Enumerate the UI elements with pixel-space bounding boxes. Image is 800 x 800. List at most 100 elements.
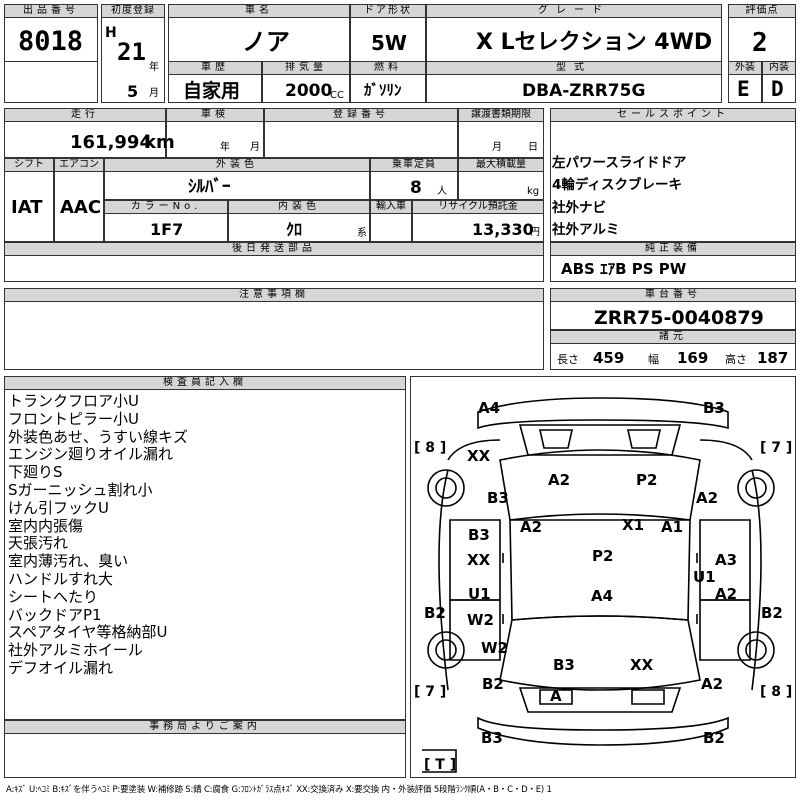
mileage-value: 161,994 (70, 132, 152, 153)
damage-mark: W2 (481, 639, 508, 657)
fuel-value: ｶﾞｿﾘﾝ (364, 81, 402, 99)
damage-mark: A4 (478, 399, 501, 417)
damage-mark: B3 (553, 656, 575, 674)
legend: A:ｷｽﾞ U:ﾍｺﾐ B:ｷｽﾞを伴うﾍｺﾐ P:要塗装 W:補修跡 S:錆 … (6, 785, 552, 795)
lot-label: 出品番号 (4, 4, 98, 18)
capacity-value: 8 (410, 178, 422, 198)
note-line: 外装色あせ、うすい線キズ (8, 427, 189, 446)
era-letter: H (105, 25, 117, 41)
spec-label: 諸元 (550, 330, 796, 344)
damage-mark: B3 (468, 526, 490, 544)
mileage-unit: km (144, 132, 175, 153)
damage-mark: W2 (467, 611, 494, 629)
note-line: けん引フックU (8, 498, 109, 517)
damage-mark: U1 (693, 568, 716, 586)
damage-mark: B2 (424, 604, 446, 622)
displacement-label: 排気量 (262, 61, 350, 75)
sales-points: 左パワースライドドア 4輪ディスクブレーキ 社外ナビ 社外アルミ (552, 152, 686, 242)
cc-unit: CC (330, 90, 344, 101)
lot-number: 8018 (18, 26, 84, 57)
model-label: 型式 (426, 61, 722, 75)
inspector-notes: トランクフロア小U フロントピラー小U 外装色あせ、うすい線キズ エンジン廻りオ… (8, 392, 189, 678)
tire-depth-rear-right: [ 8 ] (760, 684, 793, 700)
note-line: Sガーニッシュ割れ小 (8, 480, 153, 499)
note-line: 天張汚れ (8, 534, 69, 553)
transfer-month-unit: 月 (492, 142, 502, 153)
note-line: トランクフロア小U (8, 392, 139, 410)
color-label: 外装色 (104, 158, 370, 172)
tire-depth-rear-left: [ 7 ] (414, 684, 447, 700)
damage-mark: XX (467, 551, 491, 569)
colorno-label: カラーNo. (104, 200, 228, 214)
note-line: シートへたり (8, 587, 99, 606)
note-line: スペアタイヤ等格納部U (8, 623, 168, 642)
damage-mark: B3 (487, 489, 509, 507)
transfer-day-unit: 日 (528, 142, 538, 153)
year-unit: 年 (149, 62, 159, 73)
history-label: 車歴 (168, 61, 262, 75)
insp-year-unit: 年 (220, 142, 230, 153)
door-type: 5W (371, 31, 407, 55)
shift-label: シフト (4, 158, 54, 172)
note-line: 下廻りS (8, 463, 63, 482)
grade-value: X Lセレクション 4WD (476, 30, 713, 55)
shift-value: IAT (11, 197, 43, 218)
lot-blank-cell (4, 61, 98, 103)
damage-mark: P2 (636, 471, 658, 489)
name-label: 車名 (168, 4, 350, 18)
color-value: ｼﾙﾊﾞｰ (188, 177, 231, 197)
grade-label: グレード (426, 4, 722, 18)
office-label: 事務局よりご案内 (4, 720, 406, 734)
damage-mark: B3 (703, 399, 725, 417)
height-value: 187 (757, 349, 789, 367)
ac-label: エアコン (54, 158, 104, 172)
ac-value: AAC (60, 197, 102, 218)
note-line: エンジン廻りオイル漏れ (8, 445, 174, 464)
interior-value: ｸﾛ (286, 220, 303, 239)
note-line: フロントピラー小U (8, 409, 139, 428)
length-label: 長さ (557, 353, 579, 366)
note-line: ハンドルすれ大 (8, 569, 114, 588)
tire-depth-front-right: [ 7 ] (760, 440, 793, 456)
damage-mark: X1 (622, 516, 645, 534)
tire-depth-front-left: [ 8 ] (414, 440, 447, 456)
damage-mark: XX (630, 656, 654, 674)
width-label: 幅 (648, 353, 659, 366)
damage-mark: B2 (482, 675, 504, 693)
tire-value: 7 (771, 440, 782, 456)
sales-item: 左パワースライドドア (552, 155, 687, 171)
damage-mark: A2 (548, 471, 571, 489)
door-label: ドア形状 (350, 4, 426, 18)
insp-month-unit: 月 (250, 142, 260, 153)
interior-unit: 系 (357, 228, 367, 239)
later-parts-label: 後日発送部品 (4, 242, 544, 256)
note-line: バックドアP1 (8, 605, 102, 624)
displacement-value: 2000 (285, 81, 333, 101)
model-value: DBA-ZRR75G (522, 81, 646, 101)
transfer-label: 譲渡書類期限 (458, 108, 544, 122)
reg-month: 5 (127, 82, 139, 101)
recycle-value: 13,330 (472, 220, 534, 239)
equip-label: 純正装備 (550, 242, 796, 256)
score-label: 評価点 (728, 4, 796, 18)
recycle-unit: 円 (530, 227, 540, 238)
history-value: 自家用 (183, 80, 241, 102)
equip-value: ABS ｴｱB PS PW (561, 260, 687, 278)
spare-tire: [ T ] (424, 757, 457, 773)
caution-label: 注意事項欄 (4, 288, 544, 302)
colorno-value: 1F7 (150, 220, 184, 239)
damage-mark: A2 (696, 489, 719, 507)
damage-mark: B2 (703, 729, 725, 747)
mileage-label: 走行 (4, 108, 166, 122)
capacity-unit: 人 (437, 186, 447, 197)
damage-mark: A1 (661, 518, 684, 536)
fuel-label: 燃料 (350, 61, 426, 75)
damage-mark: XX (467, 447, 491, 465)
damage-mark: A (550, 687, 562, 705)
diagram-panel (410, 376, 796, 778)
load-label: 最大積載量 (458, 158, 544, 172)
damage-mark: A2 (715, 585, 738, 603)
damage-mark: A2 (520, 518, 543, 536)
import-label: 輸入車 (370, 200, 412, 214)
